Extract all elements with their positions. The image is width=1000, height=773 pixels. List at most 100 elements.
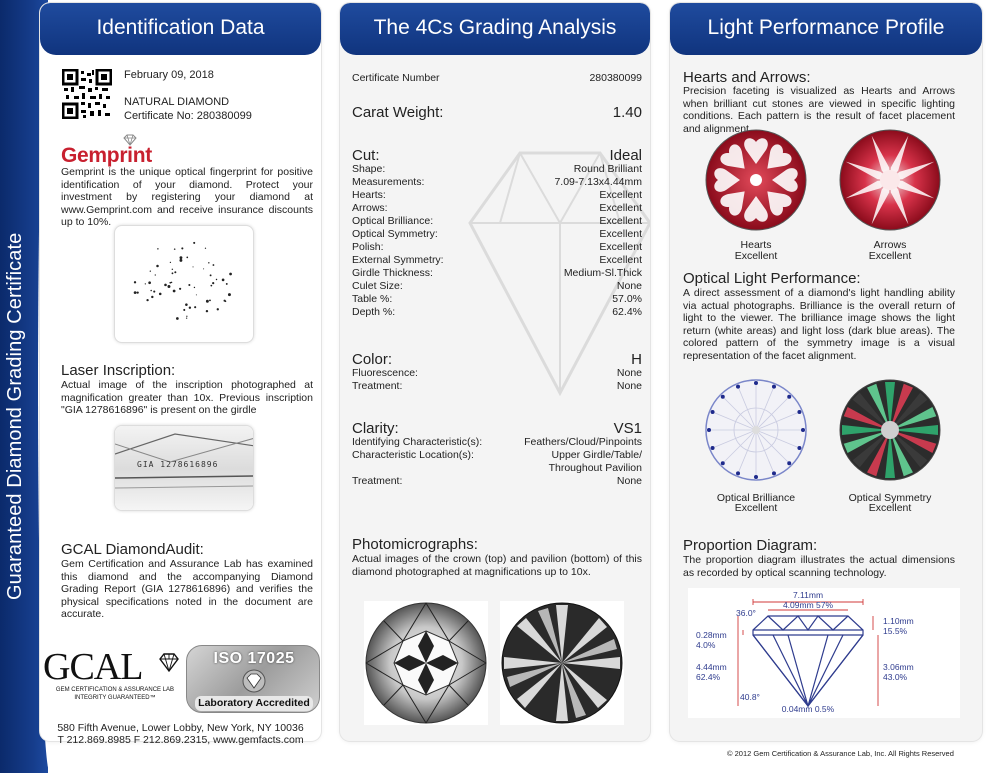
hearts-label: Hearts — [740, 239, 772, 251]
qr-code-icon — [62, 69, 112, 119]
detail-value: None — [616, 380, 642, 392]
symmetry-grade: Excellent — [868, 502, 912, 514]
laser-inscription-title: Laser Inscription: — [61, 362, 176, 379]
gcal-subtitle: GEM CERTIFICATION & ASSURANCE LAB — [55, 687, 175, 693]
crown-photo — [365, 602, 487, 724]
certificate-number-line: Certificate No: 280380099 — [124, 110, 252, 122]
accreditation-seal-icon — [242, 669, 266, 693]
color-label: Color: — [352, 351, 393, 368]
audit-text: Gem Certification and Assurance Lab has … — [61, 558, 313, 620]
grading-header: The 4Cs Grading Analysis — [340, 3, 650, 55]
prop-girdle-pct: 15.5% — [883, 626, 908, 636]
clarity-value: VS1 — [613, 420, 642, 437]
certificate-number-row: Certificate Number 280380099 — [352, 72, 642, 85]
detail-label: Treatment: — [352, 380, 403, 392]
arrows-grade: Excellent — [868, 250, 912, 262]
detail-label: Optical Symmetry: — [352, 228, 438, 240]
lab-address: 580 Fifth Avenue, Lower Lobby, New York,… — [57, 722, 304, 734]
color-row: Color: H — [352, 351, 642, 368]
proportion-diagram: 7.11mm 4.09mm 57% 36.0° 0.28mm 4.0% 1.10… — [688, 588, 960, 718]
detail-label: External Symmetry: — [352, 254, 444, 266]
detail-value: Excellent — [599, 215, 642, 227]
detail-row: Treatment: None — [352, 380, 642, 393]
cert-date: February 09, 2018 — [124, 69, 214, 81]
gcal-tagline: INTEGRITY GUARANTEED™ — [74, 695, 156, 701]
detail-label: Optical Brilliance: — [352, 215, 434, 227]
prop-total-pct: 62.4% — [696, 672, 721, 682]
detail-row: Fluorescence: None — [352, 367, 642, 380]
hearts-arrows-title: Hearts and Arrows: — [683, 69, 811, 86]
sidebar-title: Guaranteed Diamond Grading Certificate — [4, 233, 44, 600]
detail-value: 7.09-7.13x4.44mm — [554, 176, 642, 188]
clarity-location-row: Characteristic Location(s): Upper Girdle… — [352, 449, 642, 462]
gcal-diamond-icon — [159, 653, 179, 673]
copyright: © 2012 Gem Certification & Assurance Lab… — [727, 749, 954, 758]
iso-badge: ISO 17025 Laboratory Accredited — [186, 645, 320, 713]
optical-light-text: A direct assessment of a diamond's light… — [683, 287, 955, 362]
lab-contact: T 212.869.8985 F 212.869.2315, www.gemfa… — [57, 734, 304, 746]
accredited-label: Laboratory Accredited — [195, 696, 313, 711]
detail-row: Girdle Thickness:Medium-Sl.Thick — [352, 267, 642, 280]
clarity-location-row-2: Throughout Pavilion — [352, 462, 642, 475]
clarity-characteristic-label: Identifying Characteristic(s): — [352, 436, 483, 448]
detail-row: Table %:57.0% — [352, 293, 642, 306]
detail-label: Measurements: — [352, 176, 425, 188]
detail-value: Excellent — [599, 189, 642, 201]
prop-diameter: 7.11mm — [792, 590, 824, 600]
laser-inscription-text: Actual image of the inscription photogra… — [61, 379, 313, 416]
hearts-image — [705, 129, 807, 231]
detail-value: Excellent — [599, 254, 642, 266]
detail-label: Hearts: — [352, 189, 386, 201]
detail-row: Shape:Round Brilliant — [352, 163, 642, 176]
detail-row: Measurements: 7.09-7.13x4.44mm — [352, 176, 642, 189]
pavilion-photo-frame — [500, 601, 624, 725]
clarity-characteristic-row: Identifying Characteristic(s): Feathers/… — [352, 436, 642, 449]
prop-total-depth: 4.44mm — [696, 662, 727, 672]
certificate-number-value: 280380099 — [589, 72, 642, 84]
prop-table: 4.09mm 57% — [782, 600, 834, 610]
gemprint-dots-image — [133, 241, 232, 320]
detail-label: Fluorescence: — [352, 367, 418, 379]
detail-row: Optical Brilliance: Excellent — [352, 215, 642, 228]
clarity-location-value-2: Throughout Pavilion — [548, 462, 642, 474]
proportion-outline — [737, 599, 879, 709]
detail-value: Excellent — [599, 202, 642, 214]
clarity-location-value: Upper Girdle/Table/ — [551, 449, 642, 461]
carat-value: 1.40 — [612, 104, 642, 121]
prop-culet: 0.04mm 0.5% — [781, 704, 835, 714]
clarity-location-label: Characteristic Location(s): — [352, 449, 474, 461]
detail-label: Shape: — [352, 163, 386, 175]
color-value: H — [631, 351, 642, 368]
prop-crown-height: 0.28mm — [696, 630, 727, 640]
optical-brilliance-image — [705, 379, 807, 481]
detail-value: None — [616, 367, 642, 379]
arrows-label: Arrows — [873, 239, 907, 251]
light-performance-header: Light Performance Profile — [670, 3, 982, 55]
prop-pavilion-angle: 40.8° — [740, 692, 760, 702]
cut-row: Cut: Ideal — [352, 147, 642, 164]
identification-panel: Identification Data February 09, 2018 NA… — [40, 3, 321, 741]
detail-row: Polish:Excellent — [352, 241, 642, 254]
diamond-watermark — [468, 151, 650, 397]
brilliance-label: Optical Brilliance — [716, 492, 796, 504]
clarity-treatment-row: Treatment: None — [352, 475, 642, 488]
clarity-treatment-label: Treatment: — [352, 475, 403, 487]
detail-label: Girdle Thickness: — [352, 267, 433, 279]
detail-label: Table %: — [352, 293, 393, 305]
detail-label: Culet Size: — [352, 280, 403, 292]
detail-row: Culet Size:None — [352, 280, 642, 293]
inscription-text: GIA 1278616896 — [137, 460, 219, 469]
clarity-treatment-value: None — [616, 475, 642, 487]
detail-value: Excellent — [599, 228, 642, 240]
detail-value: 62.4% — [612, 306, 642, 318]
detail-row: Depth %: 62.4% — [352, 306, 642, 319]
cut-label: Cut: — [352, 147, 380, 164]
optical-symmetry-image — [839, 379, 941, 481]
detail-row: Optical Symmetry: Excellent — [352, 228, 642, 241]
detail-label: Depth %: — [352, 306, 396, 318]
prop-girdle-mm: 1.10mm — [883, 616, 914, 626]
photomicrographs-text: Actual images of the crown (top) and pav… — [352, 553, 642, 578]
clarity-characteristic-value: Feathers/Cloud/Pinpoints — [524, 436, 642, 448]
crown-photo-frame — [364, 601, 488, 725]
